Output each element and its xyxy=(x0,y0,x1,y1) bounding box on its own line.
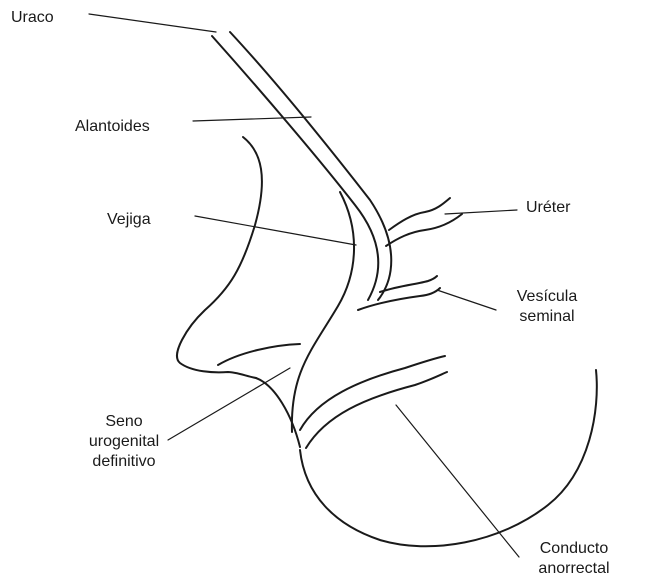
uraco-leader xyxy=(89,14,216,32)
seno-posterior-wall xyxy=(256,378,300,447)
label-seno-line3: definitivo xyxy=(75,452,173,472)
alantoides-leader xyxy=(193,117,311,121)
conducto-anorrectal-upper-wall xyxy=(300,356,445,430)
seno-leader xyxy=(168,368,290,440)
label-seno-urogenital: Seno urogenital definitivo xyxy=(75,412,173,472)
conducto-anorrectal-lower-wall xyxy=(306,372,447,448)
label-conducto-anorrectal: Conducto anorrectal xyxy=(532,539,616,579)
label-conducto-line1: Conducto xyxy=(532,539,616,559)
cloaca-outer-curve xyxy=(300,370,597,546)
vejiga-leader xyxy=(195,216,356,245)
conducto-leader xyxy=(396,405,519,557)
label-conducto-line2: anorrectal xyxy=(532,559,616,579)
uraco-inner-wall xyxy=(230,32,391,300)
ureter-duct-lower xyxy=(386,214,462,246)
vesicula-duct-lower xyxy=(358,288,440,310)
label-uraco: Uraco xyxy=(11,8,54,28)
label-vesicula-line2: seminal xyxy=(505,307,589,327)
vejiga-lumen-outline xyxy=(177,137,262,378)
label-seno-line1: Seno xyxy=(75,412,173,432)
label-vesicula-line1: Vesícula xyxy=(505,287,589,307)
label-vesicula-seminal: Vesícula seminal xyxy=(505,287,589,327)
ureter-leader xyxy=(445,210,517,214)
vesicula-leader xyxy=(437,290,496,310)
label-vejiga: Vejiga xyxy=(107,210,151,230)
label-alantoides: Alantoides xyxy=(75,117,150,137)
label-seno-line2: urogenital xyxy=(75,432,173,452)
label-ureter: Uréter xyxy=(526,198,570,218)
vejiga-inner-wall xyxy=(292,192,354,432)
seno-inner-lip xyxy=(218,344,300,365)
